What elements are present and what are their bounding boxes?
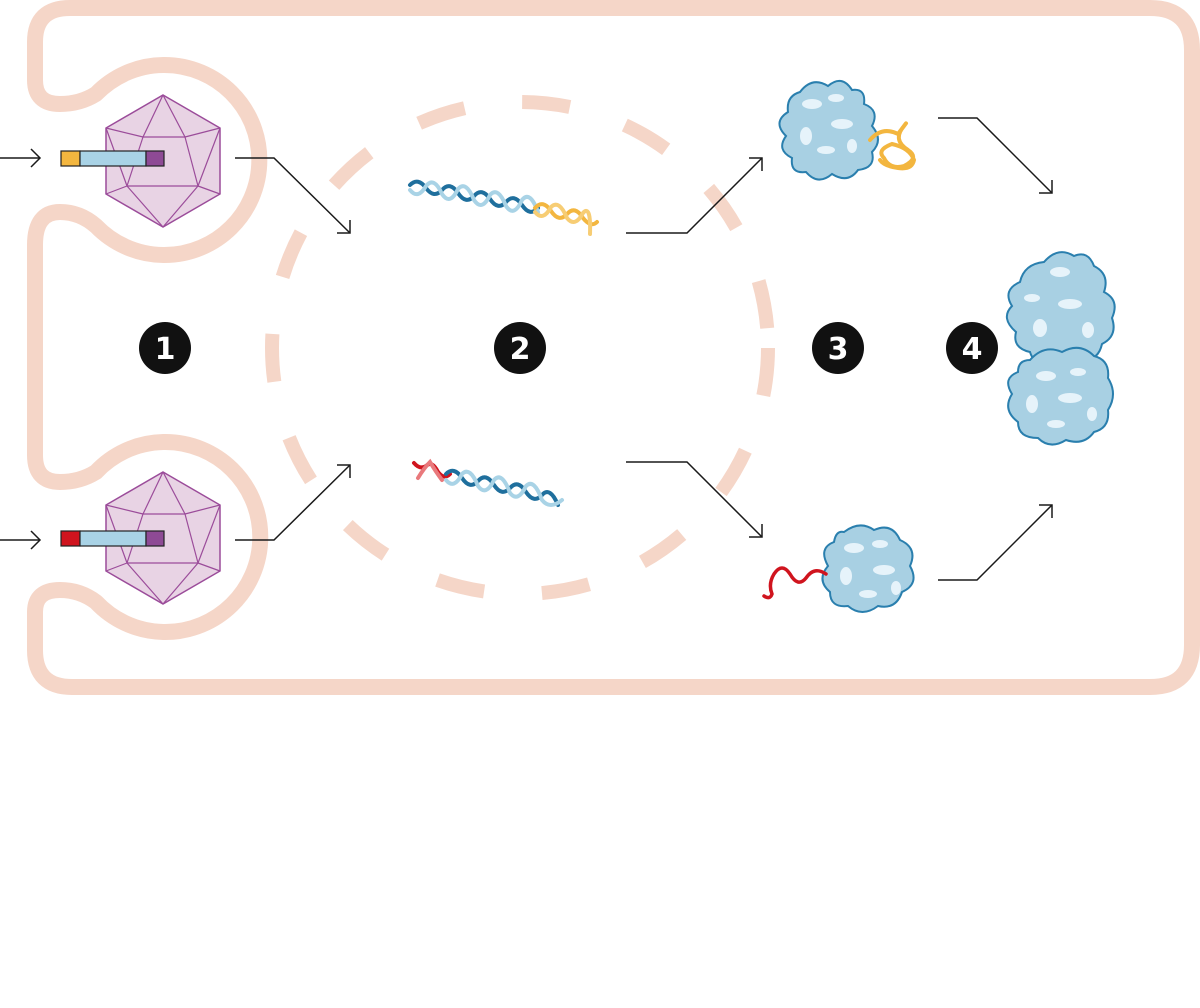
arrow-icon <box>0 148 42 168</box>
step-badge-4: 4 <box>946 322 998 374</box>
step-badge-2: 2 <box>494 322 546 374</box>
protein-blob-icon <box>762 524 915 613</box>
step-badge-3: 3 <box>812 322 864 374</box>
step-label: 4 <box>962 332 983 367</box>
step-label: 1 <box>155 332 176 367</box>
arrow-icon <box>626 461 763 538</box>
arrow-icon <box>235 157 351 234</box>
dna-helix-icon <box>408 179 599 236</box>
arrow-icon <box>235 464 351 541</box>
arrow-icon <box>938 504 1053 581</box>
cell-membrane <box>27 0 1200 695</box>
gene-cassette-bottom <box>60 530 165 547</box>
step-badge-1: 1 <box>139 322 191 374</box>
step-label: 2 <box>510 332 531 367</box>
arrow-icon <box>938 117 1053 194</box>
arrow-icon <box>626 157 763 234</box>
gene-cassette-top <box>60 150 165 167</box>
step-label: 3 <box>828 332 849 367</box>
dna-helix-icon <box>412 458 564 507</box>
protein-blob-icon <box>778 79 917 181</box>
arrow-icon <box>0 530 42 550</box>
protein-complex-icon <box>1005 251 1116 446</box>
nucleus <box>265 95 775 601</box>
